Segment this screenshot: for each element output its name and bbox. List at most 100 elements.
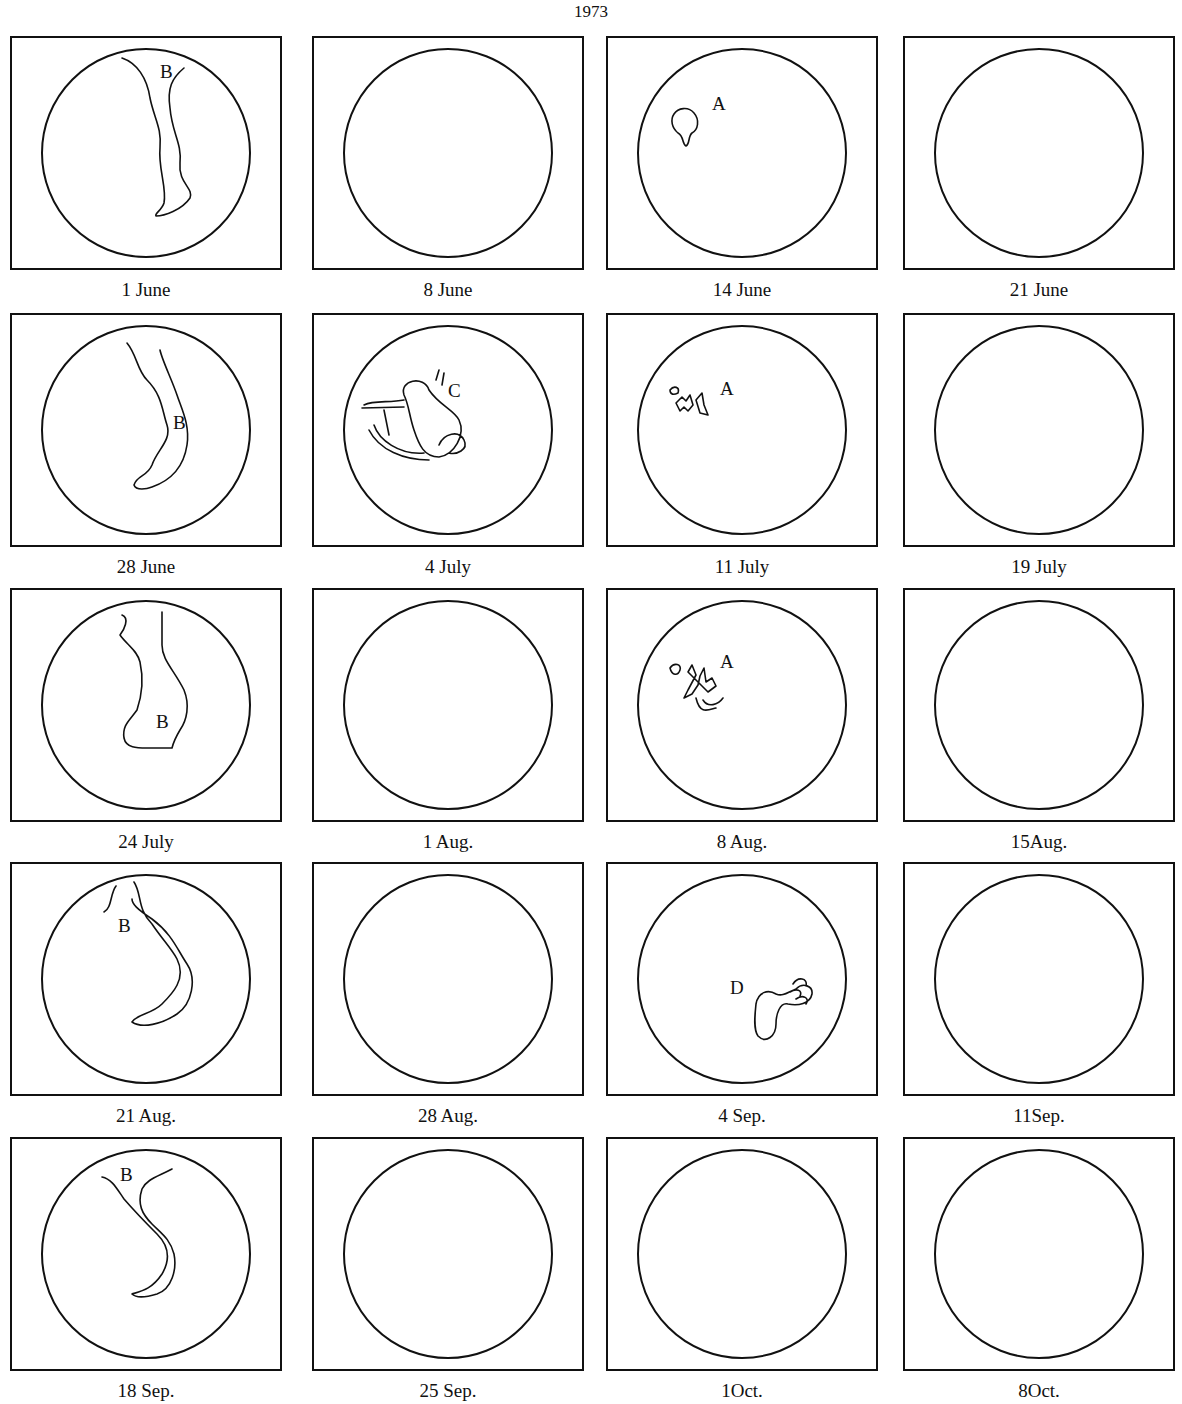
date-label: 28 June (117, 557, 176, 576)
feature-letter: C (448, 381, 461, 400)
observation-panel: B18 Sep. (10, 1137, 282, 1371)
solar-disk (905, 590, 1173, 820)
disk-outline (344, 601, 552, 809)
feature-sketch (122, 58, 191, 216)
observation-panel: B21 Aug. (10, 862, 282, 1096)
observation-panel: 28 Aug. (312, 862, 584, 1096)
solar-disk (314, 315, 582, 545)
observation-panel: B24 July (10, 588, 282, 822)
solar-disk (314, 1139, 582, 1369)
observation-panel: 15Aug. (903, 588, 1175, 822)
disk-outline (638, 1150, 846, 1358)
observation-panel: A11 July (606, 313, 878, 547)
observation-panel: B1 June (10, 36, 282, 270)
date-label: 4 Sep. (718, 1106, 766, 1125)
date-label: 25 Sep. (420, 1381, 477, 1400)
disk-outline (42, 49, 250, 257)
solar-disk (608, 590, 876, 820)
feature-sketch (755, 979, 812, 1039)
date-label: 1 Aug. (423, 832, 474, 851)
solar-disk (608, 315, 876, 545)
disk-outline (344, 875, 552, 1083)
disk-outline (935, 326, 1143, 534)
feature-letter: A (720, 379, 734, 398)
figure-title: 1973 (574, 3, 608, 20)
feature-letter: B (120, 1165, 133, 1184)
feature-letter: B (118, 916, 131, 935)
disk-outline (42, 875, 250, 1083)
date-label: 19 July (1011, 557, 1066, 576)
solar-disk (314, 590, 582, 820)
feature-letter: D (730, 978, 744, 997)
date-label: 4 July (425, 557, 471, 576)
date-label: 8Oct. (1018, 1381, 1060, 1400)
observation-panel: C4 July (312, 313, 584, 547)
disk-outline (344, 1150, 552, 1358)
disk-outline (42, 601, 250, 809)
observation-panel: 1 Aug. (312, 588, 584, 822)
date-label: 8 Aug. (717, 832, 768, 851)
observation-panel: 21 June (903, 36, 1175, 270)
observation-panel: 8 June (312, 36, 584, 270)
solar-disk (314, 864, 582, 1094)
disk-outline (344, 326, 552, 534)
date-label: 8 June (423, 280, 472, 299)
date-label: 28 Aug. (418, 1106, 478, 1125)
solar-disk (12, 590, 280, 820)
feature-letter: B (173, 413, 186, 432)
date-label: 11Sep. (1013, 1106, 1065, 1125)
solar-disk (12, 1139, 280, 1369)
observation-panel: 8Oct. (903, 1137, 1175, 1371)
feature-sketch (102, 1169, 175, 1297)
date-label: 1 June (121, 280, 170, 299)
disk-outline (638, 326, 846, 534)
solar-disk (608, 1139, 876, 1369)
observation-panel: 11Sep. (903, 862, 1175, 1096)
observation-panel: A14 June (606, 36, 878, 270)
solar-disk (608, 38, 876, 268)
date-label: 14 June (713, 280, 772, 299)
date-label: 21 June (1010, 280, 1069, 299)
disk-outline (935, 875, 1143, 1083)
solar-disk (12, 864, 280, 1094)
disk-outline (638, 875, 846, 1083)
date-label: 1Oct. (721, 1381, 763, 1400)
date-label: 24 July (118, 832, 173, 851)
disk-outline (935, 1150, 1143, 1358)
observation-panel: 19 July (903, 313, 1175, 547)
feature-letter: A (720, 652, 734, 671)
feature-letter: A (712, 94, 726, 113)
date-label: 21 Aug. (116, 1106, 176, 1125)
solar-disk (905, 315, 1173, 545)
date-label: 11 July (715, 557, 770, 576)
observation-panel: 25 Sep. (312, 1137, 584, 1371)
disk-outline (344, 49, 552, 257)
disk-outline (935, 601, 1143, 809)
date-label: 15Aug. (1011, 832, 1067, 851)
date-label: 18 Sep. (118, 1381, 175, 1400)
observation-panel: 1Oct. (606, 1137, 878, 1371)
disk-outline (42, 1150, 250, 1358)
observation-panel: A8 Aug. (606, 588, 878, 822)
disk-outline (42, 326, 250, 534)
solar-disk (12, 38, 280, 268)
disk-outline (638, 601, 846, 809)
feature-letter: B (160, 62, 173, 81)
disk-outline (935, 49, 1143, 257)
solar-disk (905, 1139, 1173, 1369)
feature-sketch (672, 109, 698, 146)
solar-disk (12, 315, 280, 545)
feature-sketch (362, 370, 465, 460)
solar-disk (314, 38, 582, 268)
feature-sketch (104, 882, 192, 1025)
observation-panel: B28 June (10, 313, 282, 547)
feature-sketch (670, 664, 723, 710)
feature-sketch (670, 387, 708, 415)
solar-disk (905, 38, 1173, 268)
solar-disk (905, 864, 1173, 1094)
disk-outline (638, 49, 846, 257)
observation-panel: D4 Sep. (606, 862, 878, 1096)
feature-sketch (127, 343, 188, 489)
feature-letter: B (156, 712, 169, 731)
feature-sketch (120, 612, 187, 748)
